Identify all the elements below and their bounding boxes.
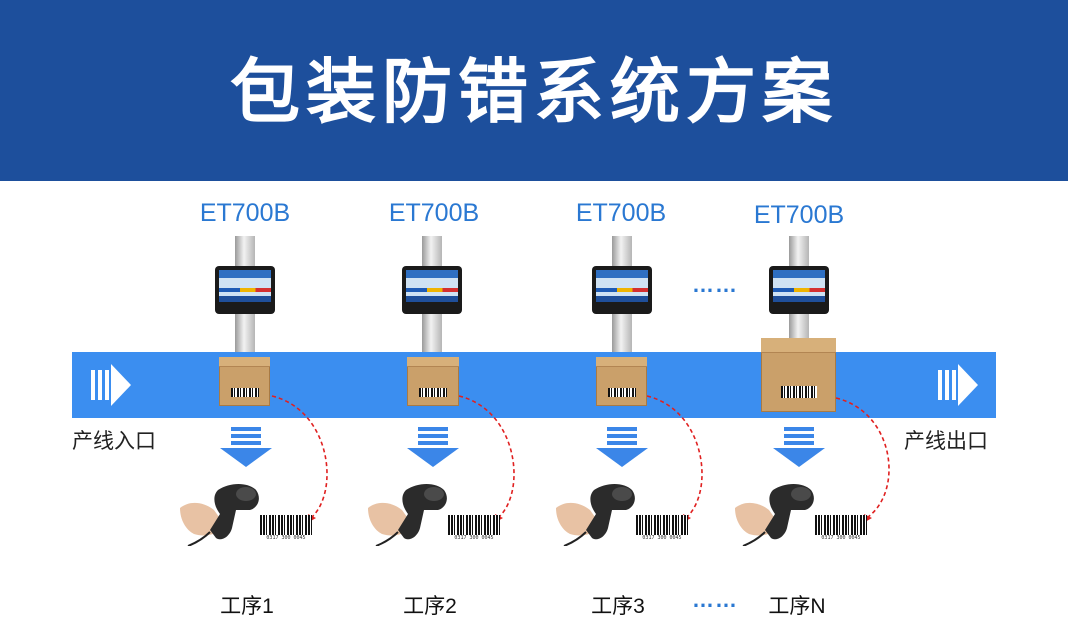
entry-arrow-icon [91,364,131,406]
header-banner: 包装防错系统方案 [0,0,1068,181]
handheld-scanner-icon-n [735,484,814,546]
step-label-2: 工序2 [403,595,457,618]
package-box-n [761,338,836,412]
model-label-1: ET700B [199,199,291,227]
model-label-2: ET700B [388,199,480,227]
line-entry-label: 产线入口 [72,430,156,453]
package-box-2 [407,357,459,406]
barcode-label-icon-n: 0317 300 0045 [815,515,867,545]
exit-arrow-icon [938,364,978,406]
handheld-scanner-icon-2 [368,484,447,546]
scan-flow-arc-n [835,397,890,518]
down-arrow-icon-2 [407,427,459,467]
scan-flow-arc-3 [646,395,703,518]
model-label-n: ET700B [753,201,845,229]
down-arrow-icon-3 [596,427,648,467]
model-label-3: ET700B [575,199,667,227]
barcode-label-icon-1: 0317 300 0045 [260,515,312,545]
handheld-scanner-icon-1 [180,484,259,546]
terminal-device-2 [402,266,462,314]
barcode-label-icon-2: 0317 300 0045 [448,515,500,545]
ellipsis-top: …… [692,272,738,297]
step-label-3: 工序3 [591,595,645,618]
step-label-n: 工序N [768,595,826,618]
barcode-icon [780,386,817,399]
terminal-device-3 [592,266,652,314]
down-arrow-icon-n [773,427,825,467]
down-arrow-icon-1 [220,427,272,467]
scan-flow-arc-1 [271,395,328,518]
package-box-3 [596,357,647,406]
terminal-device-1 [215,266,275,314]
package-box-1 [219,357,270,406]
barcode-icon [230,387,259,397]
step-label-1: 工序1 [220,595,274,618]
scan-flow-arc-2 [458,395,515,518]
barcode-icon [419,387,447,397]
page-title: 包装防错系统方案 [230,51,838,133]
terminal-device-n [769,266,829,314]
line-exit-label: 产线出口 [904,430,988,453]
handheld-scanner-icon-3 [556,484,635,546]
barcode-label-icon-3: 0317 300 0045 [636,515,688,545]
barcode-icon [607,387,636,397]
ellipsis-bottom: …… [692,587,738,612]
